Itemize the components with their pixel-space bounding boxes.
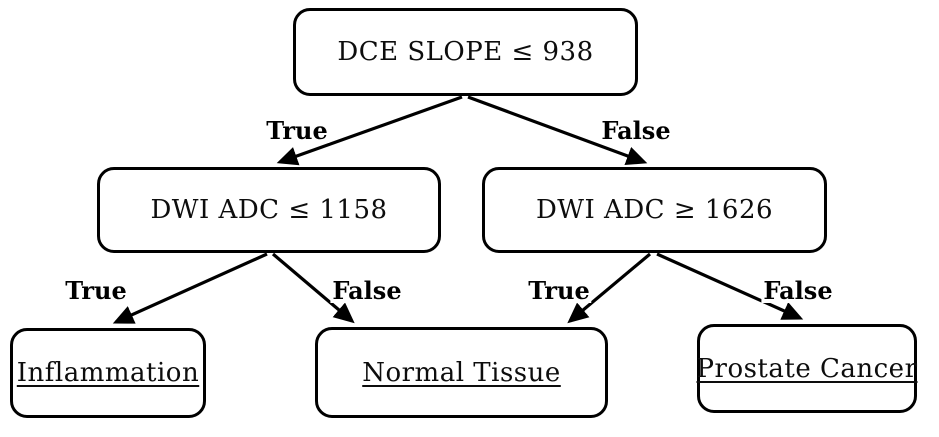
leaf-node-prostate-cancer: Prostate Cancer (697, 324, 917, 413)
decision-node-dwi-adc-right: DWI ADC ≥ 1626 (482, 167, 827, 253)
edge-label-right-false: False (761, 276, 835, 305)
decision-node-dce-slope-label: DCE SLOPE ≤ 938 (337, 37, 594, 67)
edge-label-right-true: True (526, 276, 592, 305)
edge-left-false-arrow (271, 252, 355, 324)
edge-root-true-arrow (276, 95, 463, 166)
decision-node-dwi-adc-left-label: DWI ADC ≤ 1158 (150, 195, 388, 225)
decision-node-dwi-adc-left: DWI ADC ≤ 1158 (97, 167, 441, 253)
leaf-node-inflammation: Inflammation (10, 328, 206, 418)
edge-label-left-false: False (330, 276, 404, 305)
decision-node-dce-slope: DCE SLOPE ≤ 938 (293, 8, 638, 96)
edge-right-true-arrow (567, 252, 652, 324)
leaf-node-prostate-cancer-label: Prostate Cancer (696, 353, 918, 384)
edge-right-false-arrow (656, 252, 804, 320)
leaf-node-inflammation-label: Inflammation (16, 358, 200, 388)
edge-label-root-true: True (264, 116, 330, 145)
leaf-node-normal-tissue: Normal Tissue (315, 327, 608, 418)
edge-left-true-arrow (112, 252, 268, 324)
edge-root-false-arrow (467, 95, 648, 166)
edge-label-left-true: True (63, 276, 129, 305)
edge-label-root-false: False (599, 116, 673, 145)
decision-node-dwi-adc-right-label: DWI ADC ≥ 1626 (535, 195, 774, 225)
leaf-node-normal-tissue-label: Normal Tissue (362, 357, 561, 388)
